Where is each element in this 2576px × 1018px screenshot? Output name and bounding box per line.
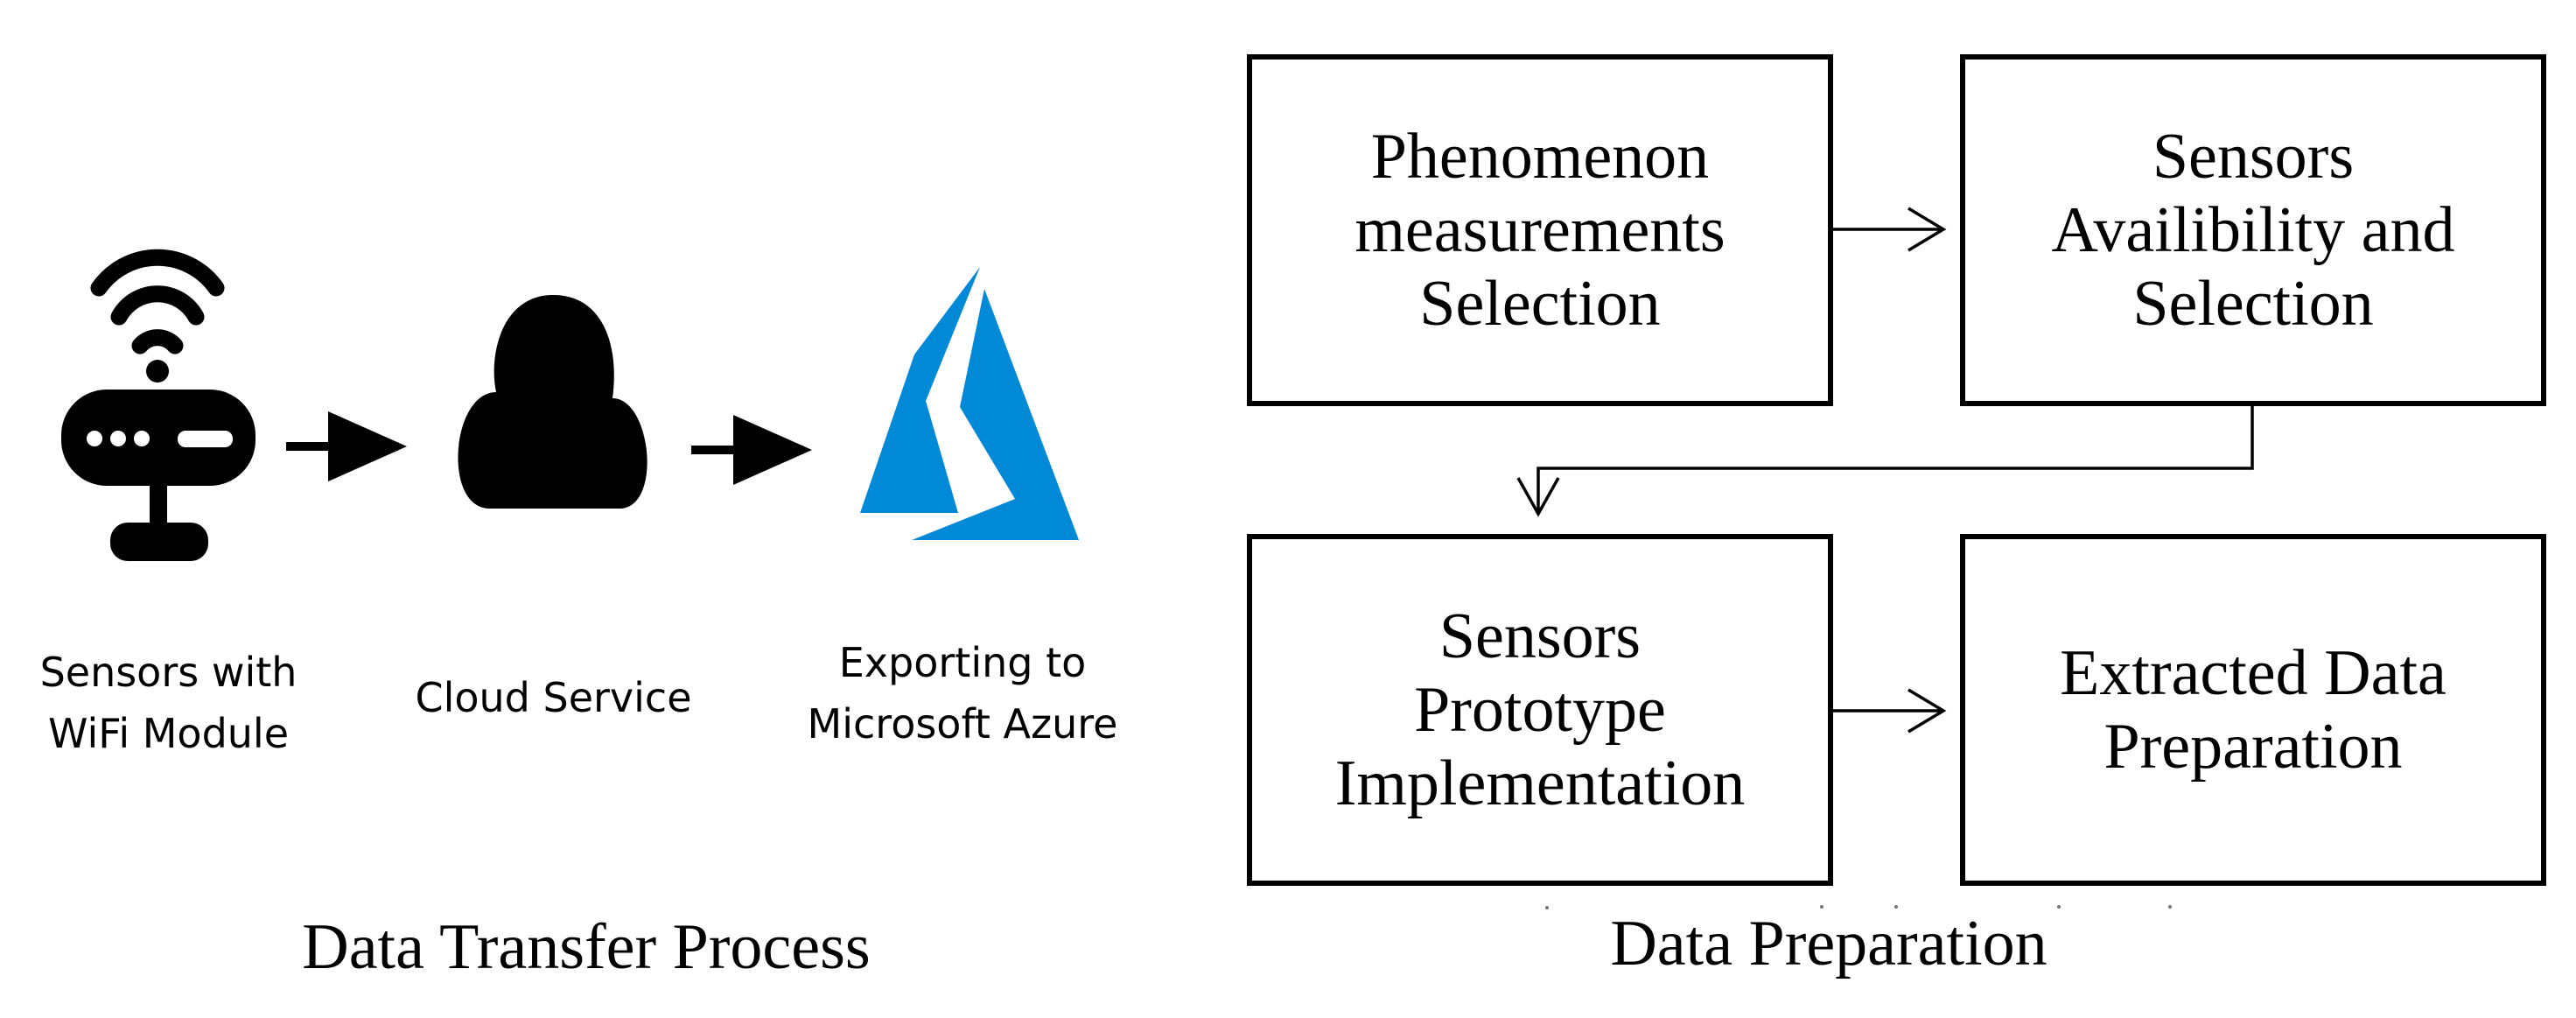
flow-box-sensors-availability: Sensors Availibility and Selection [1960,54,2546,406]
cloud-service-label: Cloud Service [415,674,692,721]
wifi-router-icon [61,249,256,561]
exporting-to-azure-label: Exporting to Microsoft Azure [807,639,1118,748]
decorative-specks [1545,905,2172,909]
flow-box-phenomenon-selection: Phenomenon measurements Selection [1247,54,1833,406]
sensors-with-wifi-label: Sensors with WiFi Module [39,649,298,757]
arrow-box3-to-box4-head [1908,688,1947,734]
flow-box-extracted-data-preparation: Extracted Data Preparation [1960,534,2546,886]
connector-box2-to-box3 [1536,404,2254,514]
data-preparation-caption: Data Preparation [1610,908,2048,979]
connector-box2-to-box3-head [1516,477,1560,517]
cloud-icon [458,295,648,509]
arrow-box1-to-box2-head [1908,207,1947,252]
flow-box-prototype-implementation: Sensors Prototype Implementation [1247,534,1833,886]
microsoft-azure-logo-icon [860,267,1079,540]
data-transfer-process-caption: Data Transfer Process [302,911,871,983]
